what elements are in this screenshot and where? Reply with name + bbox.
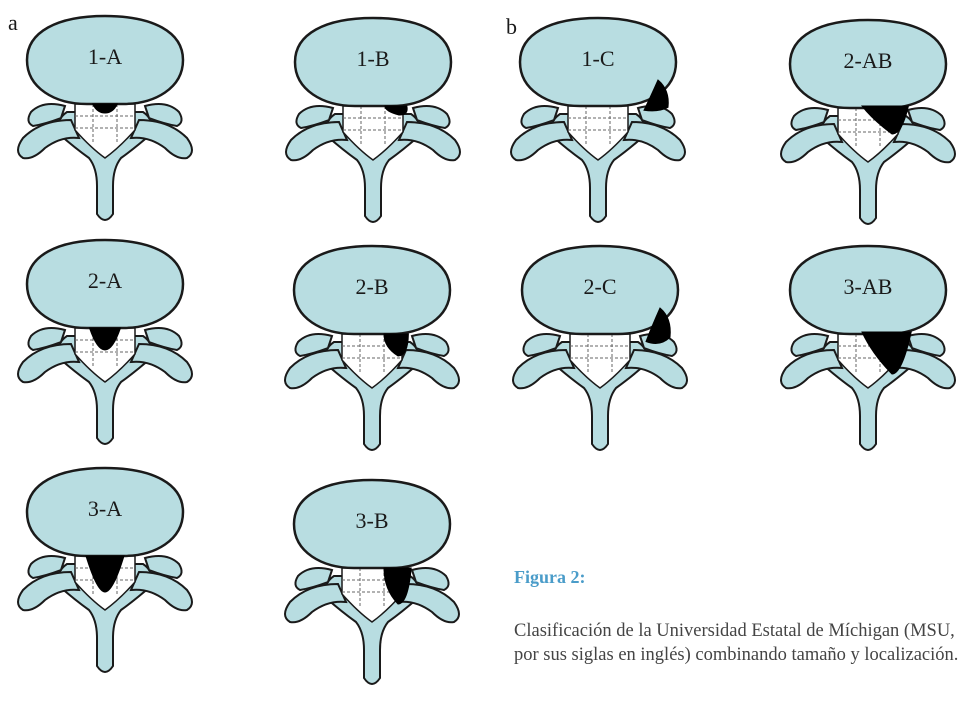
vertebra-diagram: 2-B bbox=[272, 238, 472, 468]
vertebra-diagram: 2-C bbox=[500, 238, 700, 468]
vertebra-diagram: 1-A bbox=[5, 8, 205, 238]
vertebra-svg: 2-AB bbox=[768, 12, 966, 242]
diagram-label: 2-B bbox=[356, 274, 389, 299]
vertebra-svg: 3-AB bbox=[768, 238, 966, 468]
diagram-label: 3-B bbox=[356, 508, 389, 533]
diagram-label: 1-A bbox=[88, 44, 122, 69]
diagram-label: 2-C bbox=[584, 274, 617, 299]
diagram-label: 2-A bbox=[88, 268, 122, 293]
vertebra-diagram: 2-AB bbox=[768, 12, 966, 242]
diagram-label: 2-AB bbox=[844, 48, 893, 73]
vertebra-svg: 2-C bbox=[500, 238, 700, 468]
vertebra-diagram: 3-AB bbox=[768, 238, 966, 468]
vertebra-svg: 2-A bbox=[5, 232, 205, 462]
vertebra-diagram: 3-A bbox=[5, 460, 205, 690]
caption-title: Figura 2: bbox=[514, 567, 964, 588]
vertebra-diagram: 3-B bbox=[272, 472, 472, 702]
vertebra-diagram: 2-A bbox=[5, 232, 205, 462]
caption-body: Clasificación de la Universidad Estatal … bbox=[514, 619, 964, 667]
figure-caption: Figura 2: Clasificación de la Universida… bbox=[514, 567, 964, 667]
diagram-label: 3-A bbox=[88, 496, 122, 521]
diagram-label: 1-B bbox=[357, 46, 390, 71]
vertebra-diagram: 1-C bbox=[498, 10, 698, 240]
vertebra-svg: 1-A bbox=[5, 8, 205, 238]
vertebra-diagram: 1-B bbox=[273, 10, 473, 240]
diagram-label: 3-AB bbox=[844, 274, 893, 299]
vertebra-svg: 3-B bbox=[272, 472, 472, 702]
vertebra-svg: 1-B bbox=[273, 10, 473, 240]
vertebra-svg: 2-B bbox=[272, 238, 472, 468]
diagram-label: 1-C bbox=[582, 46, 615, 71]
vertebra-svg: 1-C bbox=[498, 10, 698, 240]
vertebra-svg: 3-A bbox=[5, 460, 205, 690]
